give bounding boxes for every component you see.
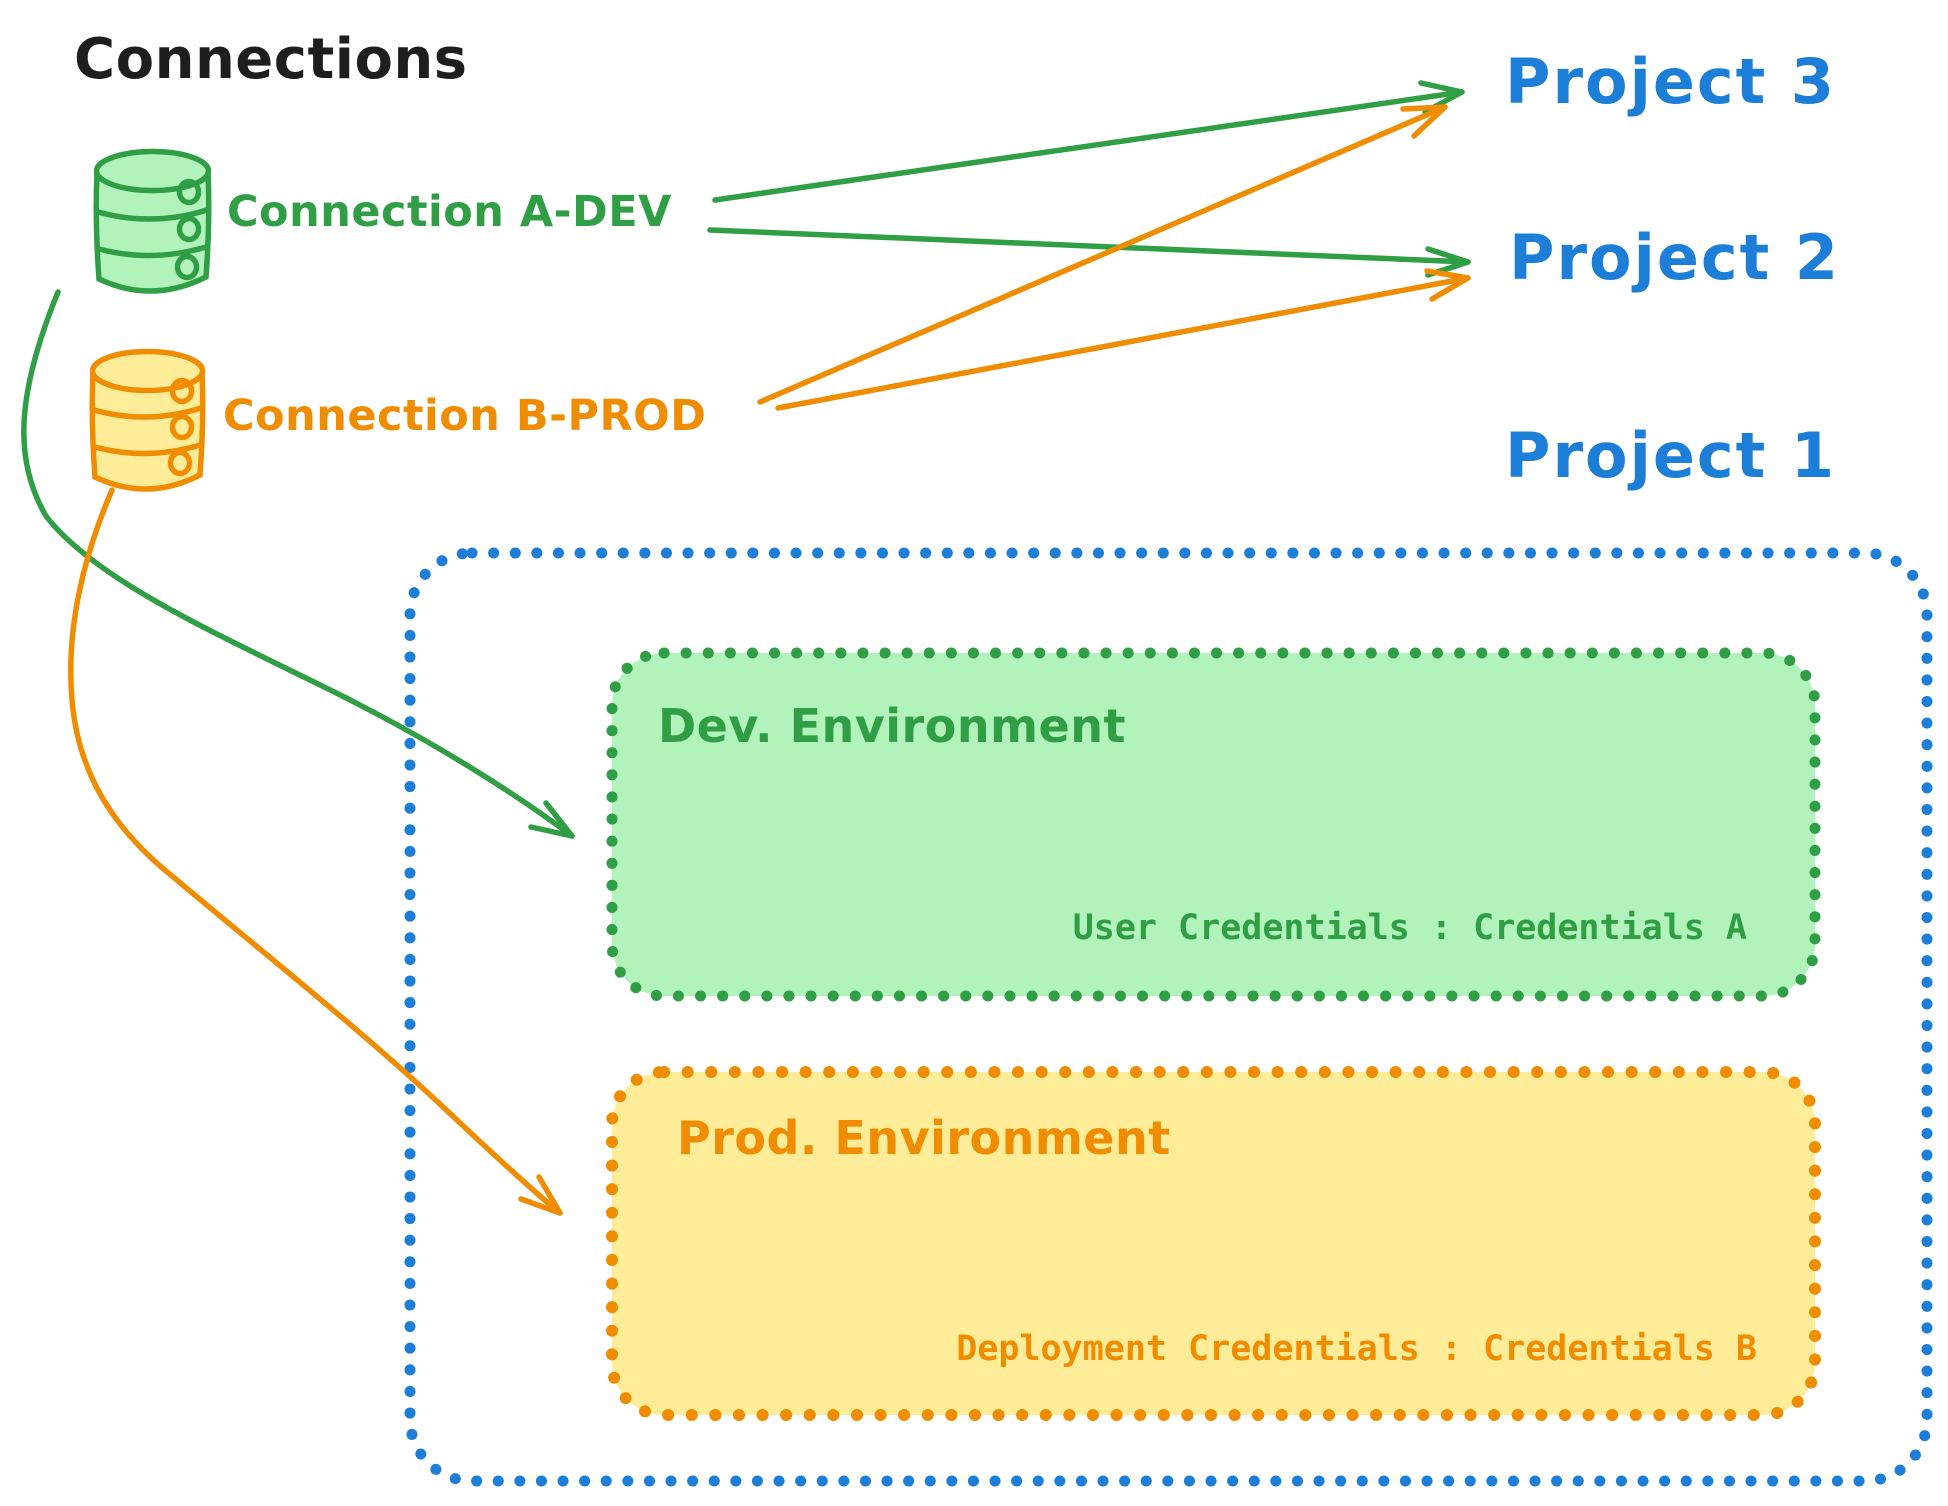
dev-environment-credentials: User Credentials : Credentials A <box>1072 908 1747 948</box>
connection-a-dev-label: Connection A-DEV <box>227 187 672 237</box>
database-dev-icon <box>93 148 212 294</box>
project-2-label: Project 2 <box>1509 221 1841 294</box>
project-3-label: Project 3 <box>1505 45 1837 118</box>
arrow-adev-to-project2 <box>707 227 1471 278</box>
project-1-label: Project 1 <box>1505 419 1837 492</box>
arrow-bprod-to-project2 <box>775 268 1471 411</box>
project-1-container-box <box>404 547 1933 1487</box>
database-prod-icon <box>89 348 206 492</box>
arrow-bprod-to-prodenv <box>68 487 563 1216</box>
dev-environment-title: Dev. Environment <box>658 699 1126 753</box>
arrow-adev-to-project3 <box>712 80 1465 203</box>
prod-environment-credentials: Deployment Credentials : Credentials B <box>956 1329 1757 1369</box>
prod-environment-box <box>606 1066 1821 1421</box>
diagram-title: Connections <box>74 27 468 92</box>
prod-environment-title: Prod. Environment <box>677 1111 1171 1165</box>
connection-b-prod-label: Connection B-PROD <box>223 391 707 441</box>
arrow-bprod-to-project3 <box>757 104 1448 405</box>
arrow-adev-to-devenv <box>21 289 575 839</box>
dev-environment-box <box>606 647 1821 1002</box>
